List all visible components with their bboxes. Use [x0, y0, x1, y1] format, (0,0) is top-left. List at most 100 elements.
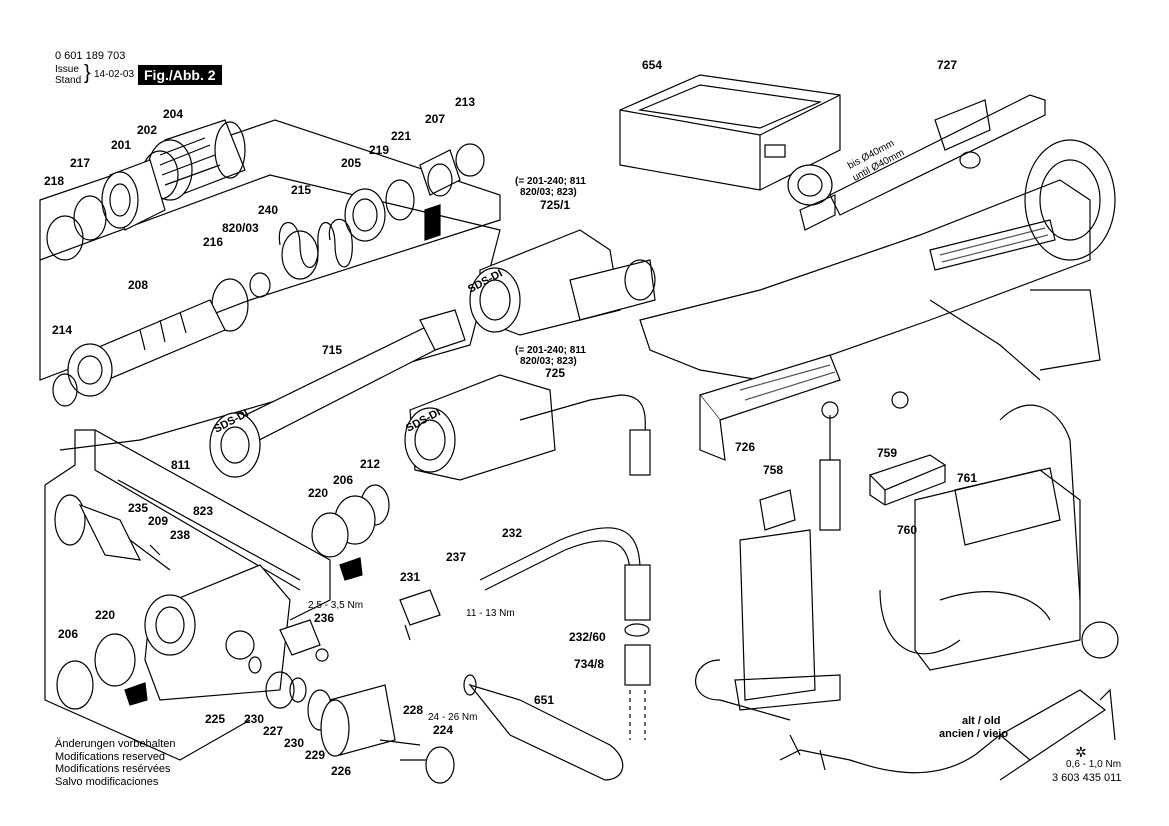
part-label-216: 216: [203, 235, 224, 249]
part-226-valve: [320, 684, 455, 784]
compat-note-725-b: 820/03; 823): [520, 356, 577, 367]
part-label-229: 229: [305, 748, 326, 762]
compat-note-725-1-b: 820/03; 823): [520, 187, 577, 198]
issue-label: Issue: [55, 64, 79, 75]
torque-237: 11 - 13 Nm: [466, 608, 515, 619]
part-231-valve: [399, 589, 441, 641]
part-label-218: 218: [44, 174, 65, 188]
part-label-220-bottom: 220: [95, 608, 116, 622]
part-label-207: 207: [425, 112, 446, 126]
part-label-202: 202: [137, 123, 158, 137]
brace: }: [84, 62, 91, 84]
part-label-221: 221: [391, 129, 412, 143]
part-label-725: 725: [545, 366, 566, 380]
part-label-238: 238: [170, 528, 191, 542]
notice-line-de: Änderungen vorbehalten: [55, 738, 176, 750]
stand-label: Stand: [55, 75, 82, 86]
part-label-225: 225: [205, 712, 226, 726]
part-label-219: 219: [369, 143, 390, 157]
part-label-235: 235: [128, 501, 149, 515]
part-label-205: 205: [341, 156, 362, 170]
part-217-218-clips: [46, 195, 107, 261]
part-715-barrel: [209, 309, 466, 478]
part-207-sleeve: [419, 143, 485, 241]
part-label-214: 214: [52, 323, 73, 337]
part-208-spindle: [67, 299, 226, 397]
part-label-212: 212: [360, 457, 381, 471]
notice-line-fr: Modifications resérvées: [55, 763, 171, 775]
part-label-725-1: 725/1: [540, 198, 571, 212]
part-label-654: 654: [642, 58, 663, 72]
part-234-8-fitting: [624, 623, 651, 740]
part-label-758: 758: [763, 463, 784, 477]
part-label-236: 236: [314, 611, 335, 625]
part-label-759: 759: [877, 446, 898, 460]
part-759-filter: [868, 454, 947, 506]
modification-notice: Änderungen vorbehalten Modifications res…: [55, 738, 175, 788]
part-201-ring: [101, 159, 166, 231]
part-236-fitting: [279, 619, 329, 662]
torque-236: 2,5 - 3,5 Nm: [308, 600, 364, 611]
part-label-204: 204: [163, 107, 184, 121]
part-label-237: 237: [446, 550, 467, 564]
alt-old-label: alt / old: [962, 715, 1001, 727]
part-214-ring: [52, 373, 78, 407]
figure-label: Fig./Abb. 2: [138, 65, 222, 85]
part-label-230-b: 230: [284, 736, 305, 750]
part-758-water-tank: [695, 489, 841, 771]
part-725-1-head: [469, 229, 656, 336]
compat-note-725-1-a: (= 201-240; 811: [515, 176, 586, 187]
ancien-viejo-label: ancien / viejo: [939, 728, 1009, 740]
compat-note-725-a: (= 201-240; 811: [515, 345, 586, 356]
part-label-224: 224: [433, 723, 454, 737]
part-label-232-60: 232/60: [569, 630, 606, 644]
part-label-217: 217: [70, 156, 91, 170]
part-label-232: 232: [502, 526, 523, 540]
notice-line-es: Salvo modificaciones: [55, 775, 159, 788]
part-227-impeller: [248, 656, 307, 709]
reference-number: 3 603 435 011: [1052, 772, 1122, 784]
part-215-spring: [278, 218, 353, 280]
part-label-231: 231: [400, 570, 421, 584]
part-label-760: 760: [897, 523, 918, 537]
part-label-209: 209: [148, 514, 169, 528]
part-651-handle: [463, 674, 624, 781]
extraction-rail: [787, 94, 1046, 231]
part-label-811: 811: [171, 458, 191, 472]
group-frame-bottom: [44, 429, 331, 761]
part-label-230-a: 230: [244, 712, 265, 726]
part-label-201: 201: [111, 138, 132, 152]
part-label-820-03: 820/03: [222, 221, 259, 235]
torque-star-icon: ✲: [1075, 744, 1087, 760]
part-220-206-lower: [56, 633, 148, 710]
part-label-823: 823: [193, 504, 214, 518]
doc-number: 0 601 189 703: [55, 50, 126, 62]
part-old-switch: [779, 688, 1116, 781]
part-204-sleeve: [147, 119, 246, 201]
part-label-761: 761: [957, 471, 978, 485]
part-label-715: 715: [322, 343, 343, 357]
part-label-227: 227: [263, 724, 284, 738]
part-760-vacuum: [879, 404, 1119, 671]
part-label-240: 240: [258, 203, 279, 217]
part-label-206-top: 206: [333, 473, 354, 487]
part-725-head: [404, 374, 651, 481]
torque-screw: 0,6 - 1,0 Nm: [1066, 759, 1122, 770]
torque-224: 24 - 26 Nm: [428, 712, 478, 723]
part-232-hose: [479, 527, 651, 621]
part-225-housing: [144, 564, 291, 701]
part-label-651: 651: [534, 693, 555, 707]
part-label-215: 215: [291, 183, 312, 197]
part-205-ring: [344, 179, 415, 242]
part-label-206-bottom: 206: [58, 627, 79, 641]
part-label-226: 226: [331, 764, 352, 778]
notice-line-en: Modifications reserved: [55, 750, 166, 763]
part-label-208: 208: [128, 278, 149, 292]
issue-date: 14-02-03: [94, 69, 135, 80]
part-label-228: 228: [403, 703, 424, 717]
drill-rig: [639, 139, 1116, 480]
part-label-213: 213: [455, 95, 476, 109]
part-label-220-top: 220: [308, 486, 329, 500]
carrying-case: [619, 74, 841, 191]
